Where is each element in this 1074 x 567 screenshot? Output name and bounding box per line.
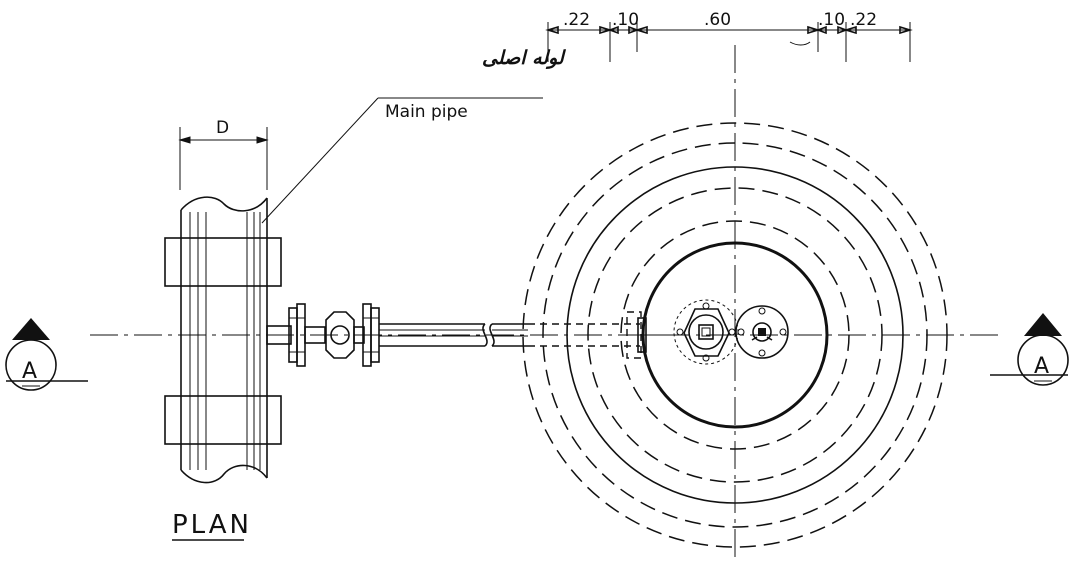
plan-title: PLAN (172, 510, 252, 541)
inner-fittings (646, 299, 789, 365)
dim-label-3: .60 (704, 10, 731, 30)
dim-label-2: .10 (612, 10, 639, 30)
dim-label-4: .10 (818, 10, 845, 30)
small-mark (789, 41, 811, 46)
main-pipe-label: Main pipe (385, 102, 468, 122)
dim-label-5: .22 (850, 10, 877, 30)
diameter-dimension: D (178, 118, 269, 190)
dim-label-1: .22 (563, 10, 590, 30)
section-label-right: A (1034, 354, 1049, 379)
persian-main-pipe-label: لوله اصلی (482, 47, 567, 69)
section-label-left: A (22, 359, 37, 384)
section-marker-right: A (990, 313, 1069, 386)
branch-pipe (266, 303, 647, 367)
main-pipe (164, 196, 282, 484)
chamber-plan (522, 122, 948, 548)
plan-label: PLAN (172, 510, 252, 540)
diameter-label: D (216, 118, 229, 138)
section-marker-left: A (5, 318, 88, 391)
main-pipe-leader: Main pipe (261, 97, 543, 224)
dimension-chain: .22 .10 .60 .10 .22 (545, 10, 913, 62)
